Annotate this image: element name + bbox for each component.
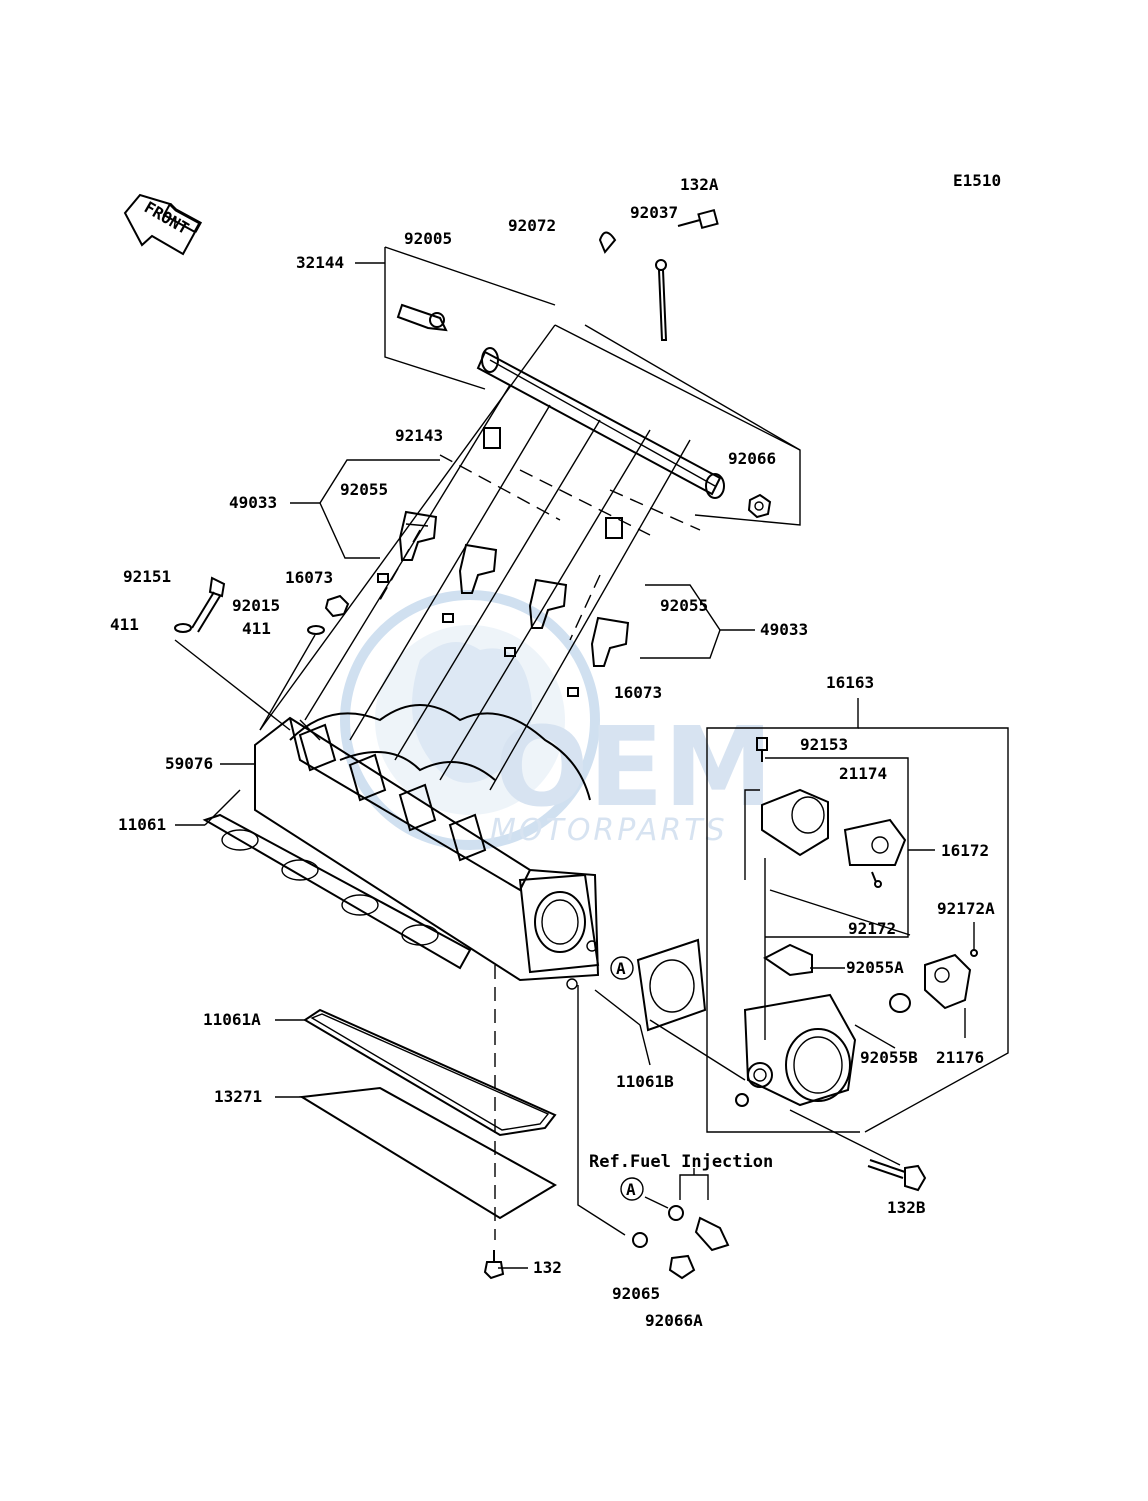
label-49033-right: 49033 <box>760 620 808 639</box>
label-92037: 92037 <box>630 203 678 222</box>
label-411-b: 411 <box>242 619 271 638</box>
part-labels: E1510 132A 92037 92072 92005 32144 92143… <box>110 171 1001 1330</box>
label-16163: 16163 <box>826 673 874 692</box>
label-11061: 11061 <box>118 815 166 834</box>
label-92172: 92172 <box>848 919 896 938</box>
label-92005: 92005 <box>404 229 452 248</box>
injectors <box>377 510 630 697</box>
screw-92172A <box>970 949 978 957</box>
watermark: OEM MOTORPARTS <box>340 590 773 850</box>
bolt-92151 <box>191 576 226 633</box>
marker-A-bottom-label: A <box>626 1180 636 1199</box>
sensor-21174 <box>761 788 907 866</box>
fuel-rail <box>476 347 725 499</box>
label-21174: 21174 <box>839 764 887 783</box>
bolt-132B <box>867 1159 927 1192</box>
label-132A: 132A <box>680 175 719 194</box>
diagram-code: E1510 <box>953 171 1001 190</box>
label-92066: 92066 <box>728 449 776 468</box>
label-16073-right: 16073 <box>614 683 662 702</box>
label-92055-right: 92055 <box>660 596 708 615</box>
label-92055B: 92055B <box>860 1048 918 1067</box>
throttle-body <box>735 993 857 1107</box>
label-11061B: 11061B <box>616 1072 674 1091</box>
screw-92153 <box>756 737 768 762</box>
gasket-11061B <box>636 938 707 1032</box>
label-92072: 92072 <box>508 216 556 235</box>
label-49033-left: 49033 <box>229 493 277 512</box>
label-11061A: 11061A <box>203 1010 261 1029</box>
watermark-brand: OEM <box>495 703 773 831</box>
label-92143: 92143 <box>395 426 443 445</box>
label-92055A: 92055A <box>846 958 904 977</box>
washer-411-a <box>174 623 192 633</box>
marker-A-top-label: A <box>616 959 626 978</box>
fitting-92005 <box>396 303 448 332</box>
plate-13271 <box>299 1086 558 1220</box>
nut-92066 <box>747 493 772 519</box>
label-92015: 92015 <box>232 596 280 615</box>
label-132: 132 <box>533 1258 562 1277</box>
fuel-sensor-parts <box>632 1205 730 1280</box>
reference-note: Ref.Fuel Injection <box>589 1152 773 1172</box>
gasket-11061A <box>303 1008 557 1137</box>
marker-A-bottom: A <box>620 1177 644 1201</box>
watermark-sub: MOTORPARTS <box>490 813 728 848</box>
label-132B: 132B <box>887 1198 926 1217</box>
oring-92055B <box>889 993 911 1013</box>
sensor-21176 <box>924 953 972 1010</box>
label-92066A: 92066A <box>645 1311 703 1330</box>
front-arrow-icon: FRONT <box>123 193 203 256</box>
label-16172: 16172 <box>941 841 989 860</box>
label-92172A: 92172A <box>937 899 995 918</box>
tie-92037 <box>655 259 668 341</box>
leader-lines <box>174 246 1009 1269</box>
label-92153: 92153 <box>800 735 848 754</box>
label-411-a: 411 <box>110 615 139 634</box>
marker-A-top: A <box>610 956 634 980</box>
label-59076: 59076 <box>165 754 213 773</box>
seal-blocks <box>483 427 623 539</box>
gasket-92055A <box>763 943 813 977</box>
bolt-132 <box>483 1250 505 1280</box>
screw-92172 <box>871 871 882 888</box>
nut-92015 <box>324 594 350 618</box>
washer-411-b <box>307 625 325 635</box>
label-92065: 92065 <box>612 1284 660 1303</box>
bolt-132A <box>677 208 719 230</box>
label-92151: 92151 <box>123 567 171 586</box>
label-13271: 13271 <box>214 1087 262 1106</box>
label-92055-left: 92055 <box>340 480 388 499</box>
label-32144: 32144 <box>296 253 344 272</box>
intake-plenum <box>254 704 600 990</box>
label-21176: 21176 <box>936 1048 984 1067</box>
label-16073-left: 16073 <box>285 568 333 587</box>
gasket-11061 <box>202 813 472 970</box>
clip-92072 <box>598 231 617 254</box>
